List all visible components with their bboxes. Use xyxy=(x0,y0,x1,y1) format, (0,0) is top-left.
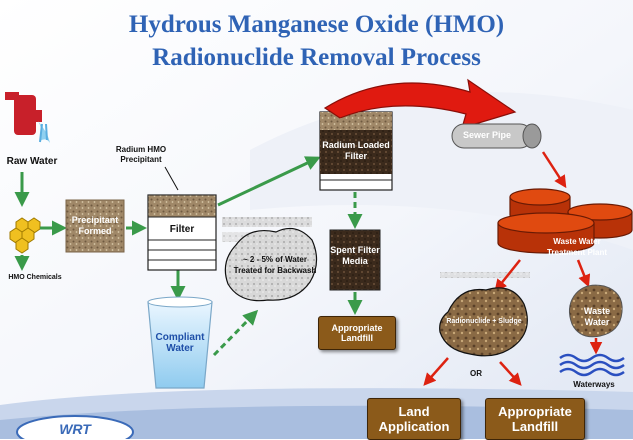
wrt-logo-text: WRT xyxy=(59,421,91,437)
land-application-box: Land Application xyxy=(367,398,461,440)
sludge-rock xyxy=(439,287,528,357)
wwtp-tanks-icon xyxy=(497,188,633,254)
compliant-water-label: Compliant Water xyxy=(155,332,205,354)
red-curved-arrow xyxy=(323,78,517,129)
precipitant-pointer xyxy=(164,166,179,191)
grey-streak xyxy=(440,272,530,278)
backwash-blob xyxy=(224,227,318,302)
precipitant-box xyxy=(65,199,125,253)
waste-water-rock xyxy=(568,284,623,338)
grey-streak xyxy=(222,232,262,242)
arrow-to-land-application xyxy=(423,357,449,386)
title-line-2: Radionuclide Removal Process xyxy=(152,44,481,71)
appropriate-landfill-box-large: Appropriate Landfill xyxy=(485,398,585,440)
arrow-filter-to-loaded xyxy=(217,156,321,207)
arrow-backwash-loop xyxy=(212,309,259,357)
radium-hmo-precipitant-label: Radium HMO Precipitant xyxy=(115,145,167,164)
sewer-pipe-icon xyxy=(451,123,542,149)
grey-streak xyxy=(222,217,312,227)
faucet-icon xyxy=(5,92,50,143)
arrow-wwtp-to-sludge xyxy=(494,259,521,292)
waste-water-label: Waste Water xyxy=(583,306,611,327)
spent-filter-media-box xyxy=(329,229,381,291)
green-arrows xyxy=(14,156,363,357)
wrt-logo xyxy=(16,415,134,439)
or-label: OR xyxy=(470,369,482,378)
arrow-to-landfill xyxy=(499,361,522,386)
radionuclide-sludge-label: Radionuclide + Sludge xyxy=(446,318,522,325)
sewer-pipe-label: Sewer Pipe xyxy=(462,130,512,140)
radium-loaded-filter xyxy=(319,111,393,191)
radium-loaded-filter-label: Radium Loaded Filter xyxy=(322,140,390,161)
red-arrows xyxy=(423,151,603,386)
title-line-1: Hydrous Manganese Oxide (HMO) xyxy=(128,11,505,38)
hmo-chemicals-label: HMO Chemicals xyxy=(8,274,62,281)
filter-label: Filter xyxy=(169,224,195,235)
raw-water-label: Raw Water xyxy=(6,156,58,167)
hmo-chemicals-icon xyxy=(9,217,41,254)
backwash-label: ~ 2 - 5% of Water Treated for Backwash xyxy=(233,255,317,275)
filter-unit xyxy=(147,194,217,271)
waterways-label: Waterways xyxy=(573,380,615,389)
arrow-wwtp-to-wastewater xyxy=(576,259,591,288)
appropriate-landfill-box-small: Appropriate Landfill xyxy=(318,316,396,350)
wwtp-label: Waste Water Treatment Plant xyxy=(546,237,607,257)
precipitant-formed-label: Precipitant Formed xyxy=(71,215,119,236)
arrow-pipe-to-wwtp xyxy=(541,151,567,189)
compliant-water-beaker xyxy=(147,296,213,389)
waterways-icon xyxy=(559,353,625,377)
spent-filter-media-label: Spent Filter Media xyxy=(330,245,380,266)
